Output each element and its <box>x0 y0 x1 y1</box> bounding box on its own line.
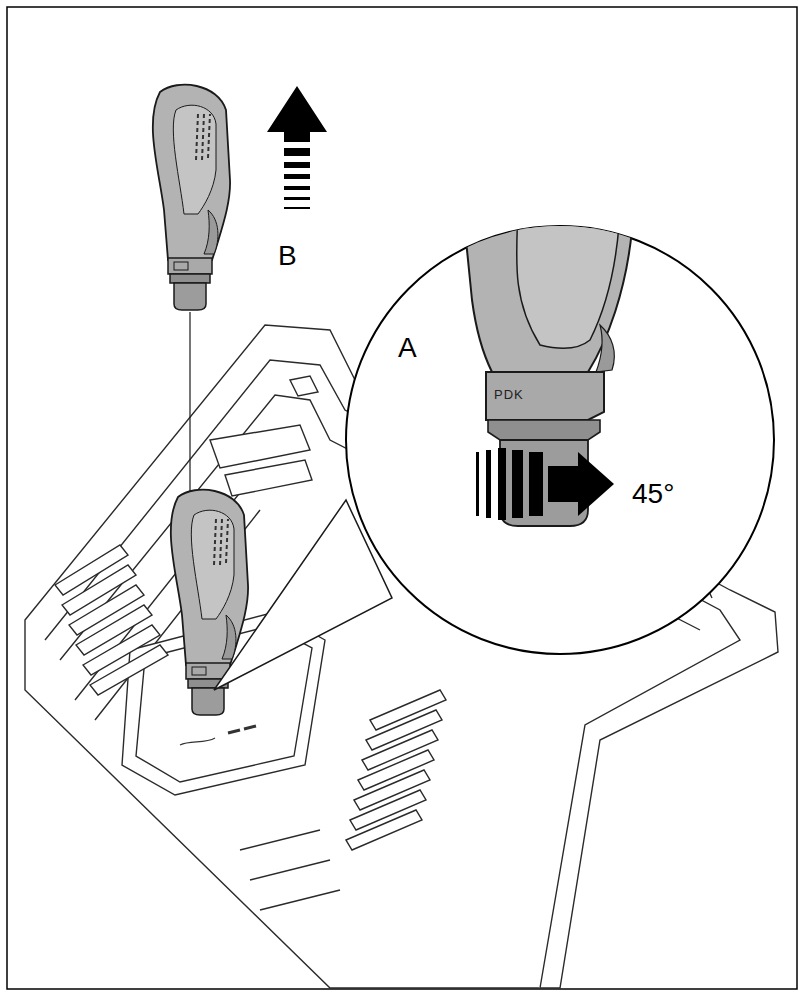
collar-marking: PDK <box>494 388 524 401</box>
rotate-arrow <box>476 448 614 520</box>
gate-markings <box>228 726 256 733</box>
pull-arrow <box>267 86 327 209</box>
step-letter: B <box>278 242 297 270</box>
guide-line <box>189 312 190 496</box>
step-letter: A <box>398 334 417 362</box>
model-script <box>180 738 215 745</box>
selector-knob-installed <box>171 490 248 715</box>
rotation-angle: 45° <box>632 480 674 508</box>
frame <box>7 7 797 989</box>
selector-knob-removed <box>153 85 230 310</box>
knob-detail <box>462 200 636 526</box>
